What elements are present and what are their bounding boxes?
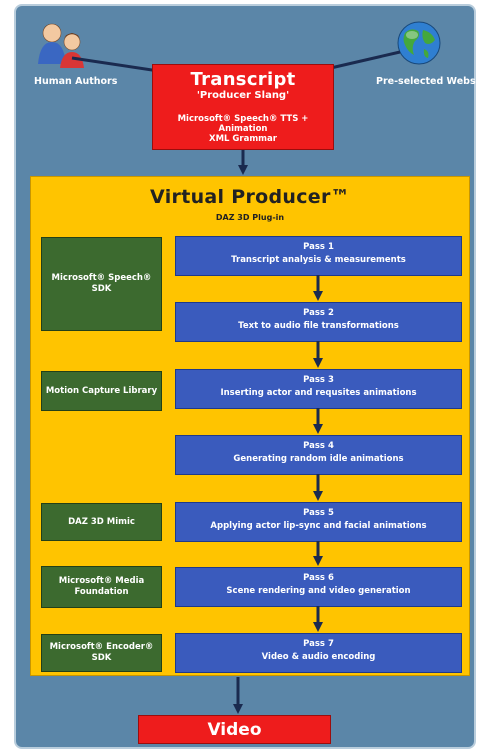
transcript-grammar: Microsoft® Speech® TTS + Animation XML G…	[153, 114, 333, 144]
transcript-line2: XML Grammar	[209, 134, 277, 144]
pass-2-name: Pass 2	[303, 308, 334, 318]
pass-4: Pass 4 Generating random idle animations	[175, 435, 462, 475]
pass-2-desc: Text to audio file transformations	[238, 321, 399, 331]
pass-1-desc: Transcript analysis & measurements	[231, 255, 406, 265]
globe-icon	[397, 21, 441, 65]
pass-1: Pass 1 Transcript analysis & measurement…	[175, 236, 462, 276]
pass-1-name: Pass 1	[303, 242, 334, 252]
virtual-producer-box: Virtual Producer™ DAZ 3D Plug-in Microso…	[30, 176, 470, 676]
pass-3: Pass 3 Inserting actor and requsites ani…	[175, 369, 462, 409]
pass-6: Pass 6 Scene rendering and video generat…	[175, 567, 462, 607]
pass-5: Pass 5 Applying actor lip-sync and facia…	[175, 502, 462, 542]
human-authors-label: Human Authors	[34, 76, 118, 87]
pass-4-desc: Generating random idle animations	[233, 454, 404, 464]
sdk-speech: Microsoft® Speech® SDK	[41, 237, 162, 331]
sdk-media-foundation: Microsoft® Media Foundation	[41, 566, 162, 608]
transcript-box: Transcript 'Producer Slang' Microsoft® S…	[152, 64, 334, 150]
people-icon	[38, 23, 84, 68]
video-output: Video	[138, 715, 331, 744]
producer-title: Virtual Producer™	[150, 186, 350, 208]
transcript-title: Transcript	[190, 69, 296, 90]
producer-subtitle: DAZ 3D Plug-in	[215, 213, 285, 222]
pass-2: Pass 2 Text to audio file transformation…	[175, 302, 462, 342]
pass-7: Pass 7 Video & audio encoding	[175, 633, 462, 673]
pass-6-name: Pass 6	[303, 573, 334, 583]
pass-3-desc: Inserting actor and requsites animations	[220, 388, 417, 398]
pass-3-name: Pass 3	[303, 375, 334, 385]
websites-label: Pre-selected Websites	[376, 76, 483, 87]
sdk-daz-mimic: DAZ 3D Mimic	[41, 503, 162, 541]
pass-7-name: Pass 7	[303, 639, 334, 649]
sdk-encoder: Microsoft® Encoder® SDK	[41, 634, 162, 672]
pass-4-name: Pass 4	[303, 441, 334, 451]
transcript-subtitle: 'Producer Slang'	[196, 90, 290, 101]
pass-5-name: Pass 5	[303, 508, 334, 518]
pass-5-desc: Applying actor lip-sync and facial anima…	[210, 521, 427, 531]
transcript-line1: Microsoft® Speech® TTS + Animation	[177, 114, 309, 134]
pass-6-desc: Scene rendering and video generation	[226, 586, 411, 596]
pass-7-desc: Video & audio encoding	[261, 652, 376, 662]
sdk-motion-capture: Motion Capture Library	[41, 371, 162, 411]
